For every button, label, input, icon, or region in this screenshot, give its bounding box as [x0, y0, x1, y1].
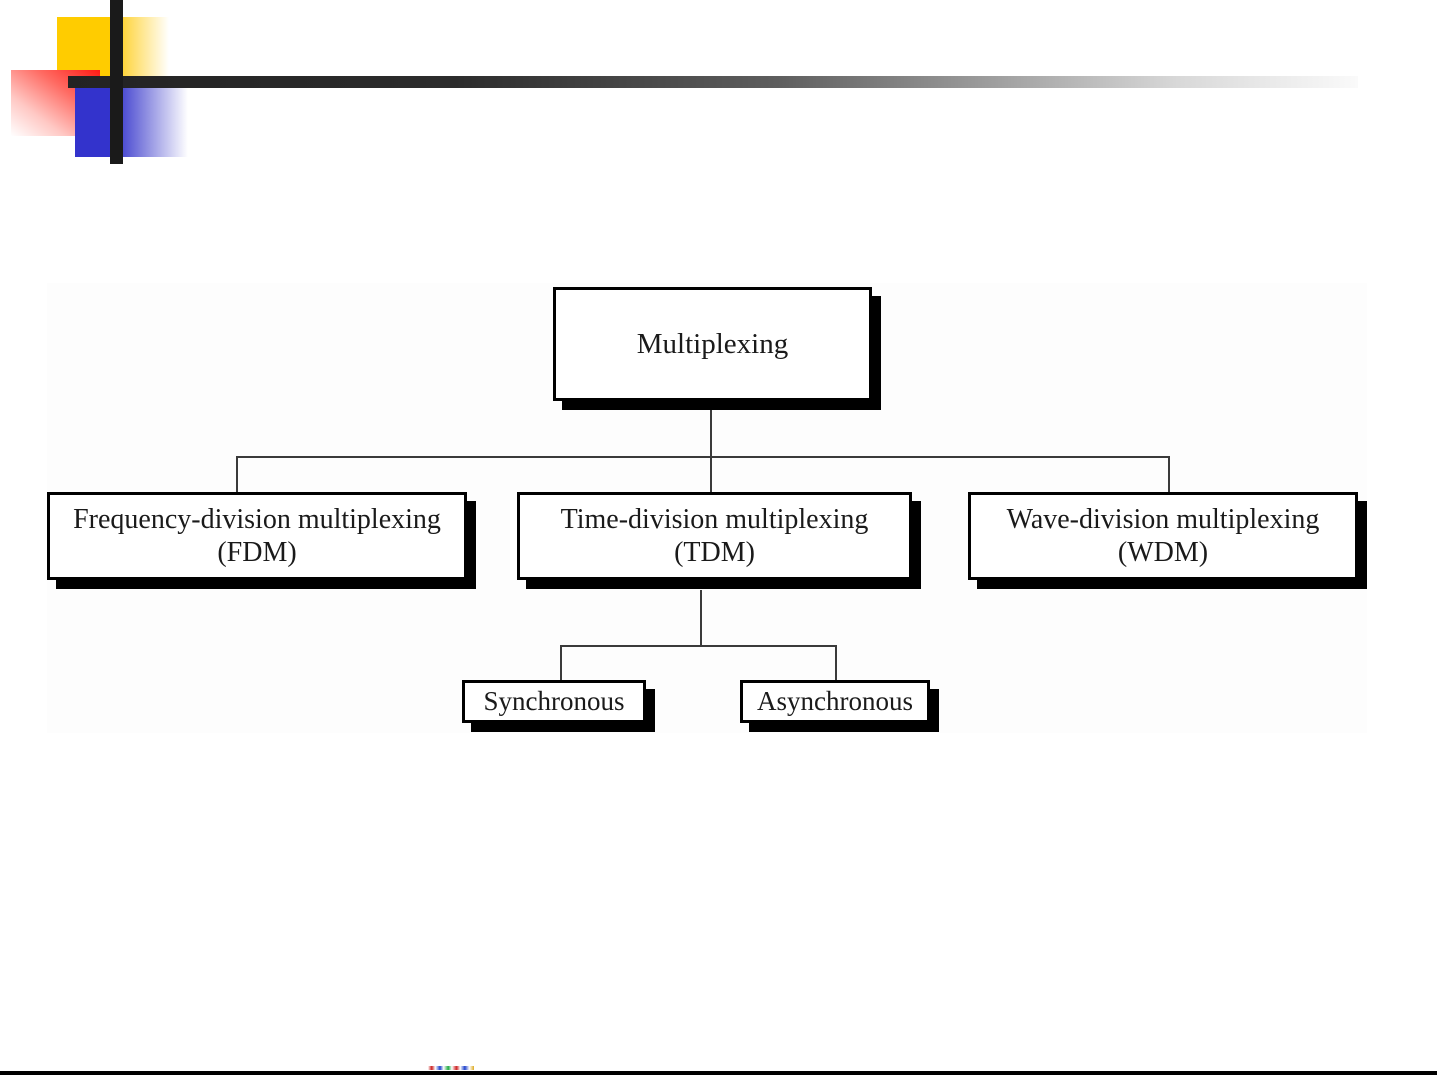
- connector-level2-bus: [236, 456, 1170, 458]
- connector-to-asynchronous: [835, 645, 837, 681]
- node-multiplexing-label: Multiplexing: [636, 327, 789, 360]
- node-fdm[interactable]: Frequency-division multiplexing (FDM): [47, 492, 467, 580]
- black-vertical-bar: [110, 0, 123, 164]
- connector-to-tdm: [710, 456, 712, 493]
- blue-accent-square: [75, 81, 188, 157]
- node-synchronous[interactable]: Synchronous: [462, 680, 646, 723]
- node-tdm[interactable]: Time-division multiplexing (TDM): [517, 492, 912, 580]
- node-wdm[interactable]: Wave-division multiplexing (WDM): [968, 492, 1358, 580]
- node-wdm-label: Wave-division multiplexing (WDM): [1006, 503, 1320, 568]
- node-fdm-label: Frequency-division multiplexing (FDM): [73, 503, 441, 568]
- footer-rule: [0, 1071, 1437, 1075]
- connector-level3-bus: [560, 645, 836, 647]
- footer-color-specks: [428, 1066, 474, 1070]
- connector-to-wdm: [1168, 456, 1170, 493]
- node-tdm-label: Time-division multiplexing (TDM): [560, 503, 869, 568]
- node-synchronous-label: Synchronous: [483, 685, 625, 716]
- node-asynchronous-label: Asynchronous: [757, 685, 913, 716]
- node-multiplexing[interactable]: Multiplexing: [553, 287, 872, 401]
- node-asynchronous[interactable]: Asynchronous: [740, 680, 930, 723]
- connector-to-fdm: [236, 456, 238, 493]
- connector-root-trunk: [710, 410, 712, 457]
- connector-to-synchronous: [560, 645, 562, 681]
- gradient-horizontal-rule: [68, 76, 1358, 88]
- connector-tdm-trunk: [700, 590, 702, 646]
